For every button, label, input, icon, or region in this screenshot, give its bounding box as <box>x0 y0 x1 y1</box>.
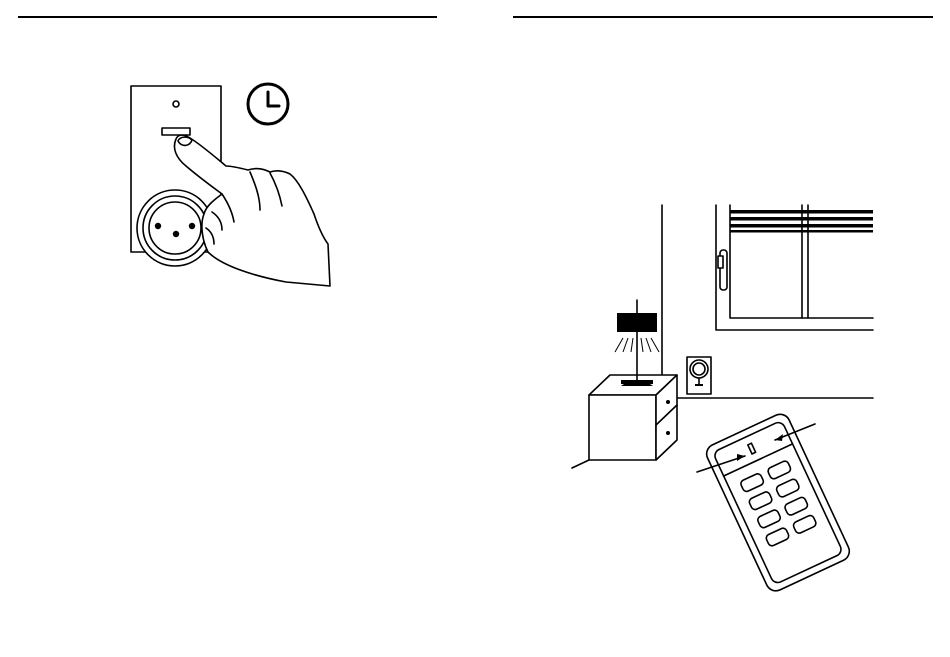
window-icon <box>716 205 873 330</box>
lamp-icon <box>615 300 659 386</box>
timer-button <box>162 128 190 135</box>
timer-socket-illustration <box>0 0 475 657</box>
left-page <box>0 0 475 657</box>
clock-icon <box>248 84 288 124</box>
room-scene-illustration <box>475 0 950 657</box>
right-page <box>475 0 950 657</box>
wall-socket-receiver <box>687 357 711 394</box>
remote-control-icon <box>697 411 853 594</box>
bedside-cabinet <box>572 375 677 468</box>
